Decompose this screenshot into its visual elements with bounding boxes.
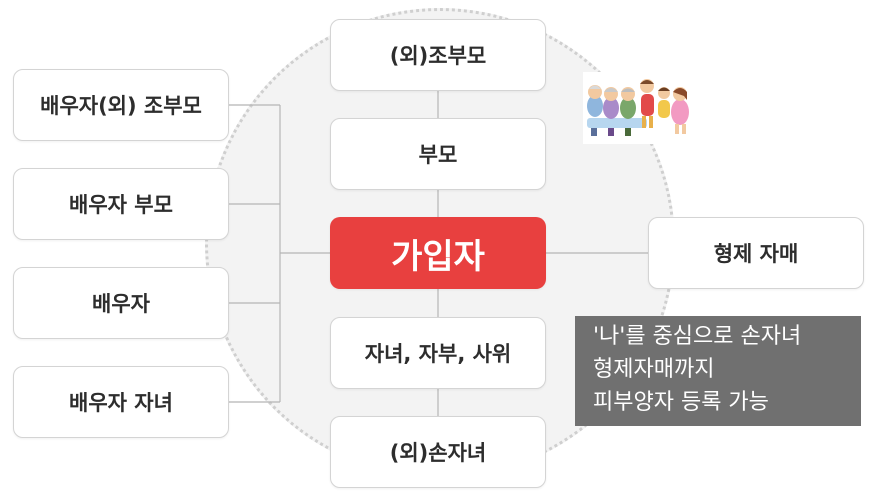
- node-spouse: 배우자: [13, 267, 229, 339]
- node-parents: 부모: [330, 118, 546, 190]
- node-spouse-parents: 배우자 부모: [13, 168, 229, 240]
- node-self-label: 가입자: [391, 236, 485, 277]
- node-children: 자녀, 자부, 사위: [330, 317, 546, 389]
- node-spouse-grandparents-label: 배우자(외) 조부모: [40, 94, 202, 118]
- family-figurines-icon: [583, 72, 693, 144]
- node-grandparents: (외)조부모: [330, 19, 546, 91]
- node-children-label: 자녀, 자부, 사위: [364, 342, 512, 366]
- node-grandparents-label: (외)조부모: [389, 44, 487, 68]
- node-spouse-parents-label: 배우자 부모: [69, 193, 173, 217]
- node-parents-label: 부모: [418, 143, 458, 167]
- node-siblings: 형제 자매: [648, 217, 864, 289]
- node-spouse-grandparents: 배우자(외) 조부모: [13, 69, 229, 141]
- info-note: '나'를 중심으로 손자녀 형제자매까지 피부양자 등록 가능: [575, 316, 861, 426]
- node-self: 가입자: [330, 217, 546, 289]
- node-spouse-children: 배우자 자녀: [13, 366, 229, 438]
- node-siblings-label: 형제 자매: [713, 242, 799, 266]
- info-note-line-1: '나'를 중심으로 손자녀: [593, 324, 802, 349]
- node-grandchildren: (외)손자녀: [330, 416, 546, 488]
- info-note-line-3: 피부양자 등록 가능: [593, 390, 769, 415]
- info-note-line-2: 형제자매까지: [593, 357, 715, 382]
- node-spouse-children-label: 배우자 자녀: [69, 391, 173, 415]
- node-grandchildren-label: (외)손자녀: [389, 441, 487, 465]
- node-spouse-label: 배우자: [92, 292, 150, 316]
